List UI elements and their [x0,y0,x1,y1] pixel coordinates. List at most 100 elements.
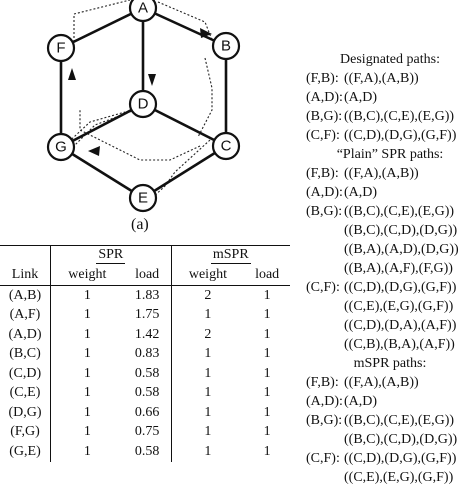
path-endpoints: (A,D): [306,185,343,200]
cell-mspr-weight: 1 [170,442,245,462]
path-row: (F,B):((F,A),(A,B)) [306,373,474,392]
path-row: (F,B):((F,A),(A,B)) [306,69,474,88]
designated-paths-header: Designated paths: [340,52,440,67]
cell-link: (C,D) [8,365,42,381]
path-row: ((C,E),(E,G),(G,F)) [306,468,474,487]
path-endpoints: (C,F): [306,280,340,295]
edge-A-B [142,6,227,48]
cell-link: (G,E) [9,443,41,459]
col-header-mspr-load: load [244,265,290,286]
svg-text:A: A [138,0,148,17]
cell-mspr-load: 1 [263,326,271,342]
edge-C-E [142,144,227,200]
path-links: ((B,A),(A,D),(D,G)) [344,242,459,257]
mspr-group-header: mSPR [170,245,290,266]
path-row: (C,F): ((C,D),(D,G),(G,F)) [306,278,474,297]
cell-link: (F,G) [10,424,40,440]
cell-spr-load: 1.42 [134,326,160,342]
node-C: C [211,131,241,161]
cell-mspr-load: 1 [263,385,271,401]
cell-mspr-weight: 2 [170,285,245,306]
path-row: (B,G):((B,C),(C,E),(E,G)) [306,202,474,221]
cell-spr-load: 0.75 [134,424,160,440]
cell-link: (A,D) [8,326,42,342]
caption-a: (a) [131,216,149,233]
cell-mspr-weight: 1 [170,364,245,384]
cell-mspr-load: 1 [263,443,271,459]
cell-spr-load: 0.58 [134,443,160,459]
path-endpoints: (A,D): [306,394,343,409]
node-F: F [46,33,76,63]
cell-mspr-weight: 1 [170,422,245,442]
svg-text:E: E [138,190,148,207]
arrow-down-icon [148,74,156,86]
cell-link: (C,E) [9,385,41,401]
path-endpoints: (F,B): [306,166,339,181]
path-row: ((C,E),(E,G),(G,F)) [306,297,474,316]
path-row: ((B,A),(A,F),(F,G)) [306,259,474,278]
cell-spr-load: 1.83 [134,287,160,303]
path-links: (A,D) [344,90,378,105]
path-row: ((C,B),(B,A),(A,F)) [306,335,474,354]
edge-C-D [142,102,227,148]
path-row: (B,G):((B,C),(C,E),(E,G)) [306,411,474,430]
path-links: ((C,B),(B,A),(A,F)) [344,337,455,352]
path-row: (A,D):(A,D) [306,392,474,411]
path-links: (A,D) [344,185,378,200]
mspr-paths-list: (F,B):((F,A),(A,B))(A,D):(A,D)(B,G):((B,… [306,373,474,487]
path-links: ((F,A),(A,B)) [344,166,419,181]
path-endpoints: (B,G): [306,204,343,219]
edge-D-G [60,102,144,149]
path-endpoints: (B,G): [306,413,343,428]
cell-spr-load: 1.75 [134,307,160,323]
svg-text:F: F [56,40,65,57]
arrow-left-icon [88,146,100,156]
path-row: ((B,C),(C,D),(D,G)) [306,430,474,449]
cell-spr-weight: 1 [49,285,124,306]
cell-mspr-weight: 1 [170,344,245,364]
svg-text:C: C [221,138,232,155]
path-links: ((B,C),(C,D),(D,G)) [344,223,458,238]
path-links: (A,D) [344,394,378,409]
path-row: (C,F):((C,D),(D,G),(G,F)) [306,449,474,468]
path-endpoints: (C,F): [306,451,340,466]
network-diagram: A B C D E F G [46,0,241,213]
path-links: ((C,E),(E,G),(G,F)) [344,299,454,314]
path-links: ((B,C),(C,E),(E,G)) [344,204,455,219]
cell-spr-load: 0.66 [134,404,160,420]
table-row: (C,E) 1 0.58 1 1 [0,383,290,403]
cell-spr-load: 0.58 [134,365,160,381]
cell-mspr-weight: 1 [170,383,245,403]
cell-mspr-load: 1 [263,404,271,420]
spr-group-header: SPR [50,245,172,266]
node-B: B [211,31,241,61]
cell-mspr-load: 1 [263,424,271,440]
col-header-spr-load: load [123,265,172,286]
col-header-spr-weight: weight [49,265,124,286]
mspr-paths-header: mSPR paths: [353,356,427,371]
path-endpoints: (F,B): [306,71,339,86]
path-links: ((C,D),(D,G),(G,F)) [344,280,457,295]
col-header-link: Link [0,265,51,286]
arrow-up-icon [68,68,76,80]
cell-link: (B,C) [9,346,41,362]
arrow-right-icon [200,28,212,38]
cell-spr-load: 0.58 [134,385,160,401]
plain-spr-paths-header: “Plain” SPR paths: [336,147,444,162]
path-row: ((C,D),(D,A),(A,F)) [306,316,474,335]
cell-link: (D,G) [8,404,42,420]
path-endpoints: (C,F): [306,128,340,143]
svg-text:B: B [221,38,231,55]
cell-spr-weight: 1 [49,383,124,403]
svg-text:D: D [138,96,149,113]
path-row: (B,G):((B,C),(C,E),(E,G)) [306,107,474,126]
path-links: ((B,C),(C,E),(E,G)) [344,109,455,124]
path-row: ((B,C),(C,D),(D,G)) [306,221,474,240]
